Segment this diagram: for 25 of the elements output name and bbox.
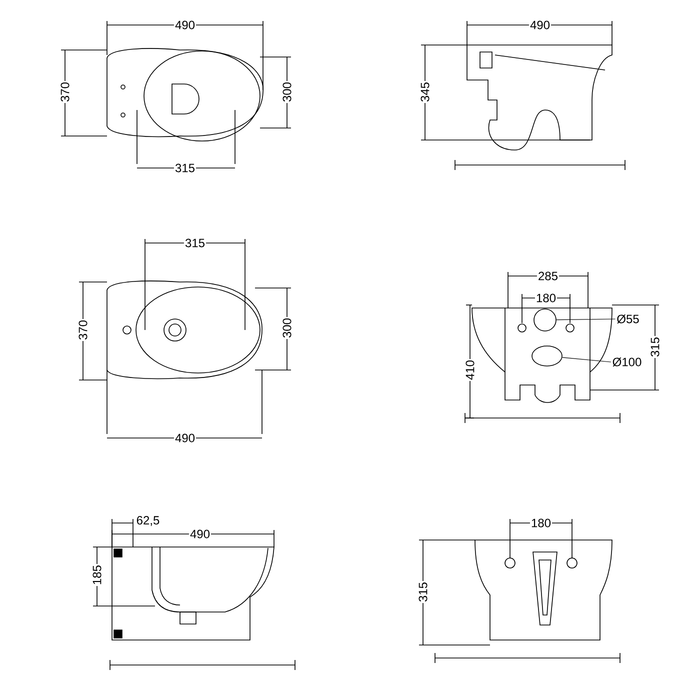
dimension-label: 180 <box>530 518 552 528</box>
hole <box>532 346 562 366</box>
hole <box>534 308 556 332</box>
dimension-label: 370 <box>78 319 88 341</box>
dimension-label: 315 <box>650 336 660 358</box>
dimension-label: 490 <box>174 432 196 444</box>
dimension-label: 185 <box>92 564 102 586</box>
dimension-label: 300 <box>282 317 292 339</box>
dimension-label: 490 <box>189 528 212 540</box>
dimension-label: 490 <box>529 20 552 30</box>
dimension-label: 315 <box>418 581 428 604</box>
dimension-label: 370 <box>60 80 70 103</box>
leader-line <box>562 357 612 362</box>
dimension-label: 62,5 <box>135 515 161 527</box>
dimension-label: 410 <box>464 359 476 381</box>
dimension-label: 315 <box>174 162 196 174</box>
diameter-label: Ø100 <box>612 358 642 366</box>
dimension-label: 180 <box>535 292 558 304</box>
dimension-label: 490 <box>174 20 196 30</box>
dimension-label: 315 <box>184 238 206 248</box>
dimension-label: 345 <box>420 80 430 103</box>
dimension-label: 300 <box>282 80 292 103</box>
dimension-label: 285 <box>537 270 560 282</box>
diameter-label: Ø55 <box>617 314 639 324</box>
leader-line <box>556 318 616 320</box>
